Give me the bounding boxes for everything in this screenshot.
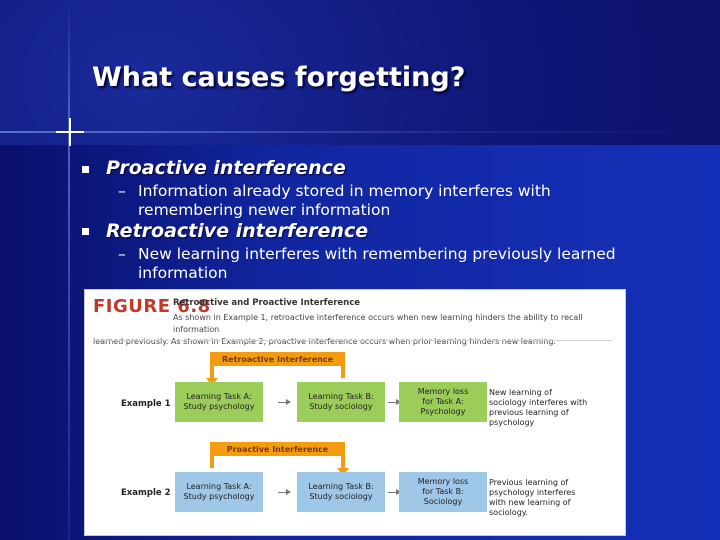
proactive-banner xyxy=(210,442,345,456)
proactive-connector xyxy=(210,456,214,468)
example-1-label: Example 1 xyxy=(121,399,171,409)
dash-glyph: – xyxy=(118,182,126,200)
example-2-note: Previous learning of psychology interfer… xyxy=(489,478,576,517)
figure-6-8: FIGURE 6.8 Retroactive and Proactive Int… xyxy=(84,289,626,536)
figure-separator xyxy=(93,340,613,341)
bullet-sub-proactive: – Information already stored in memory i… xyxy=(118,182,638,220)
sparkle-icon xyxy=(56,118,84,146)
proactive-banner-label: Proactive Interference xyxy=(226,445,329,454)
figure-description: As shown in Example 1, retroactive inter… xyxy=(93,312,613,348)
bullet-heading-proactive: Proactive interference xyxy=(106,157,346,179)
task-b-box: Learning Task B:Study sociology xyxy=(297,472,385,512)
bullet-square-icon xyxy=(82,166,89,173)
slide-title: What causes forgetting? xyxy=(92,62,466,93)
decor-horizontal-line xyxy=(0,131,720,133)
retroactive-connector xyxy=(341,366,345,378)
bullet-sub-text: Information already stored in memory int… xyxy=(138,182,551,219)
figure-label: FIGURE 6.8 xyxy=(93,296,211,317)
arrow-right-icon xyxy=(278,489,291,495)
task-a-box: Learning Task A:Study psychology xyxy=(175,382,263,422)
task-a-box: Learning Task A:Study psychology xyxy=(175,472,263,512)
dash-glyph: – xyxy=(118,245,126,263)
figure-subtitle: Retroactive and Proactive Interference xyxy=(173,298,361,308)
bullet-square-icon xyxy=(82,228,89,235)
example-2-label: Example 2 xyxy=(121,488,171,498)
retroactive-banner-label: Retroactive Interference xyxy=(222,355,333,364)
figure-description-line1: As shown in Example 1, retroactive inter… xyxy=(173,313,583,334)
arrow-right-icon xyxy=(388,399,401,405)
arrow-right-icon xyxy=(388,489,401,495)
proactive-connector xyxy=(341,456,345,468)
bullet-heading-retroactive: Retroactive interference xyxy=(106,220,369,242)
example-1-note: New learning of sociology interferes wit… xyxy=(489,388,588,427)
bullet-sub-retroactive: – New learning interferes with rememberi… xyxy=(118,245,638,283)
decor-vertical-line xyxy=(68,0,70,540)
bullet-sub-text: New learning interferes with remembering… xyxy=(138,245,616,282)
task-b-box: Learning Task B:Study sociology xyxy=(297,382,385,422)
arrow-right-icon xyxy=(278,399,291,405)
retroactive-banner xyxy=(210,352,345,366)
figure-description-line2: learned previously. As shown in Example … xyxy=(93,337,556,346)
retroactive-connector xyxy=(210,366,214,378)
